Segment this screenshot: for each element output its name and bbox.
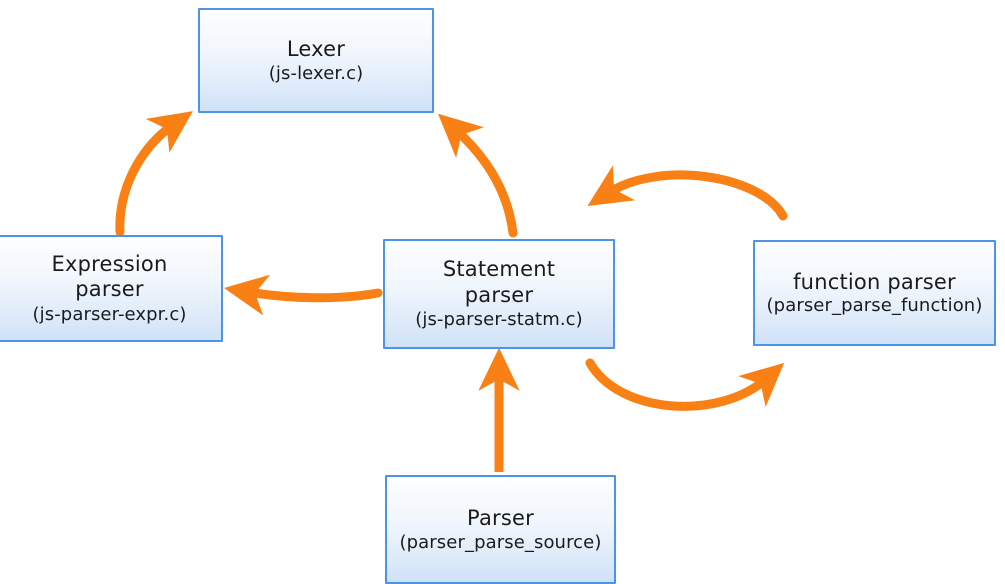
node-expression-parser-title-line2: parser — [75, 277, 144, 302]
edge-statement-parser-to-expression-parser — [224, 274, 383, 316]
node-function-parser[interactable]: function parser (parser_parse_function) — [753, 240, 996, 346]
edge-expression-parser-to-lexer — [115, 111, 193, 237]
node-parser-subtitle: (parser_parse_source) — [399, 531, 602, 553]
node-lexer-title: Lexer — [286, 37, 346, 61]
node-lexer[interactable]: Lexer (js-lexer.c) — [198, 8, 434, 113]
node-parser-title: Parser — [467, 506, 534, 530]
node-parser[interactable]: Parser (parser_parse_source) — [385, 475, 616, 584]
node-expression-parser-title: Expression — [51, 251, 168, 276]
edge-statement-parser-to-lexer — [437, 113, 518, 238]
node-statement-parser-title-line2: parser — [464, 282, 534, 307]
node-expression-parser[interactable]: Expression parser (js-parser-expr.c) — [0, 235, 223, 342]
node-statement-parser-title: Statement — [442, 257, 556, 282]
node-statement-parser-subtitle: (js-parser-statm.c) — [415, 309, 583, 331]
node-statement-parser[interactable]: Statement parser (js-parser-statm.c) — [383, 239, 615, 349]
node-lexer-subtitle: (js-lexer.c) — [268, 62, 364, 84]
edge-statement-parser-to-function-parser — [585, 358, 785, 411]
node-function-parser-title: function parser — [793, 269, 956, 294]
node-expression-parser-subtitle: (js-parser-expr.c) — [32, 303, 187, 325]
edge-function-parser-to-statement-parser — [587, 165, 788, 221]
node-function-parser-subtitle: (parser_parse_function) — [766, 295, 983, 317]
